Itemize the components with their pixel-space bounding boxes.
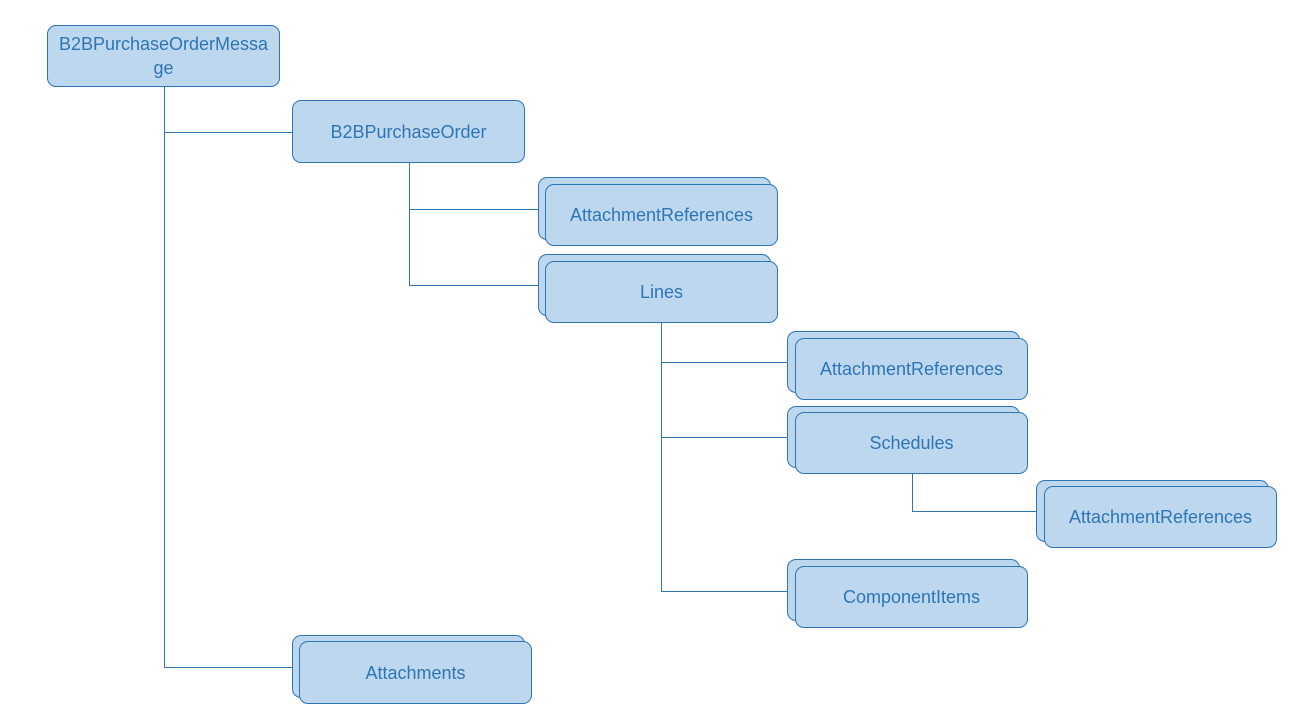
node-po-attachment-references: AttachmentReferences xyxy=(545,184,778,246)
connector-schedules-to-attachment-references xyxy=(912,511,1038,512)
node-label: Attachments xyxy=(365,662,466,683)
connector-lines-trunk xyxy=(661,323,662,591)
node-lines: Lines xyxy=(545,261,778,323)
node-label: AttachmentReferences xyxy=(1068,507,1253,527)
node-line-attachment-references: AttachmentReferences xyxy=(795,338,1028,400)
node-label: Lines xyxy=(639,282,684,302)
node-label: Schedules xyxy=(869,433,954,453)
node-schedule-attachment-references: AttachmentReferences xyxy=(1044,486,1277,548)
connector-purchase-order-trunk xyxy=(409,163,410,285)
node-label: ComponentItems xyxy=(842,587,981,607)
connector-lines-to-component-items xyxy=(661,591,789,592)
connector-lines-to-schedules xyxy=(661,437,789,438)
connector-schedules-trunk xyxy=(912,474,913,511)
connector-po-to-lines xyxy=(409,285,540,286)
node-label: AttachmentReferences xyxy=(569,205,754,225)
connector-root-trunk xyxy=(164,87,165,667)
node-schedules: Schedules xyxy=(795,412,1028,474)
node-label: B2BPurchaseOrder xyxy=(330,121,487,142)
node-b2b-purchase-order: B2BPurchaseOrder xyxy=(292,100,525,163)
node-attachments: Attachments xyxy=(299,641,532,704)
node-component-items: ComponentItems xyxy=(795,566,1028,628)
node-label: AttachmentReferences xyxy=(819,359,1004,379)
node-label: B2BPurchaseOrderMessage xyxy=(58,34,269,78)
connector-po-to-attachment-references xyxy=(409,209,540,210)
connector-lines-to-attachment-references xyxy=(661,362,789,363)
connector-root-to-attachments xyxy=(164,667,300,668)
connector-root-to-purchase-order xyxy=(164,132,293,133)
node-b2b-purchase-order-message: B2BPurchaseOrderMessage xyxy=(47,25,280,87)
